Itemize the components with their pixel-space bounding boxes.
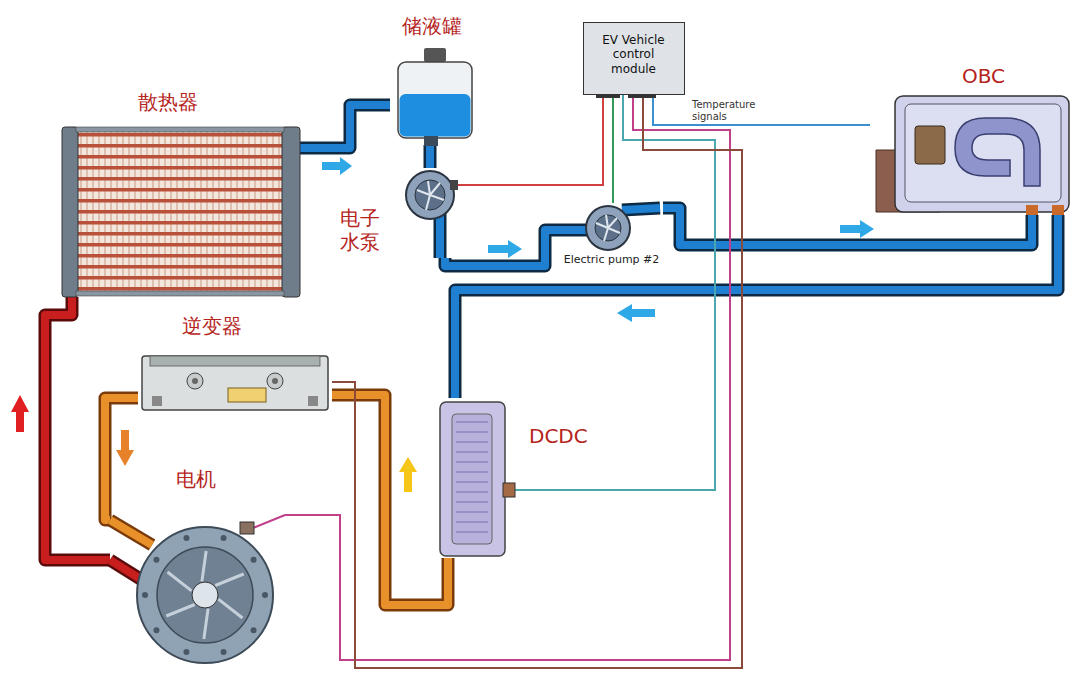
electric-pump-drawing <box>560 206 660 250</box>
component-label: 电子水泵 <box>340 206 382 254</box>
electric-pump: Electric pump #2 <box>560 203 663 272</box>
coolant-pipe <box>455 215 1058 398</box>
signal-label: Temperature signals <box>692 99 772 122</box>
coolant-pipe <box>332 395 448 605</box>
signal-wire <box>458 95 603 185</box>
flow-arrows <box>11 157 874 492</box>
component-label: Electric pump #2 <box>560 253 663 266</box>
component-label: OBC <box>962 64 1005 88</box>
coolant-pipe <box>430 145 431 168</box>
electric-pump: 电子水泵 <box>338 168 458 258</box>
coolant-reservoir: 储液罐 <box>390 12 485 145</box>
component-label: 储液罐 <box>402 14 462 38</box>
coolant-pipe <box>663 208 1032 245</box>
electric-pump-drawing <box>406 171 458 258</box>
dcdc-converter: DCDC <box>435 398 610 558</box>
control-module: EV Vehicle control module <box>583 22 685 95</box>
coolant-pipe <box>445 230 560 266</box>
inverter-drawing <box>142 356 328 410</box>
motor-drawing <box>110 515 285 663</box>
component-label: 逆变器 <box>182 314 242 338</box>
radiator-drawing <box>62 127 300 297</box>
dcdc-drawing <box>440 402 610 556</box>
component-label: 电机 <box>176 467 216 491</box>
coolant-pipe <box>45 297 110 560</box>
component-label: EV Vehicle control module <box>592 33 676 76</box>
coolant-pipe <box>300 105 390 148</box>
inverter: 逆变器 <box>138 312 332 412</box>
onboard-charger: OBC <box>870 62 1072 215</box>
coolant-pipe <box>105 398 138 520</box>
signal-wire <box>653 95 870 125</box>
signal-wire <box>613 95 614 203</box>
signal-wire <box>610 95 715 490</box>
reservoir-drawing <box>398 48 472 146</box>
component-label: DCDC <box>529 424 588 448</box>
signal-wire <box>285 95 730 660</box>
radiator: 散热器 <box>60 88 300 297</box>
obc-drawing <box>876 96 1069 215</box>
component-label: 散热器 <box>138 90 198 114</box>
signal-wire <box>332 95 742 668</box>
motor: 电机 <box>110 465 285 672</box>
